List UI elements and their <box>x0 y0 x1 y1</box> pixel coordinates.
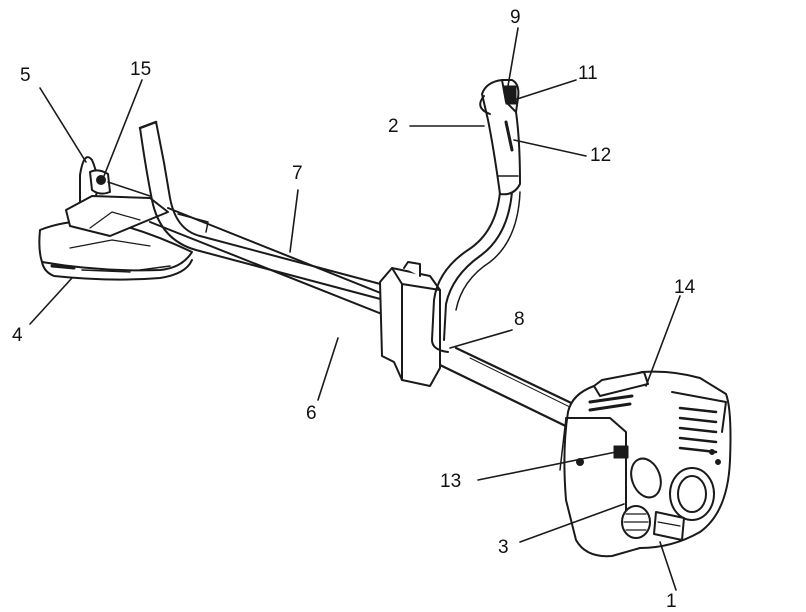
callout-15: 15 <box>130 59 152 80</box>
callout-14: 14 <box>674 277 696 298</box>
callout-5: 5 <box>20 65 31 86</box>
leader-8 <box>449 329 513 349</box>
callout-12: 12 <box>590 145 612 166</box>
throttle-grip <box>479 79 521 196</box>
handle-clamp <box>379 261 441 387</box>
callout-2: 2 <box>388 116 399 137</box>
leader-lines <box>29 27 681 591</box>
callout-9: 9 <box>510 7 521 28</box>
callout-6: 6 <box>306 403 317 424</box>
gear-head <box>65 156 169 237</box>
engine-unit <box>559 370 732 558</box>
blade-guard <box>38 220 193 281</box>
callout-1: 1 <box>666 591 677 612</box>
callout-13: 13 <box>440 471 462 492</box>
loop-handle <box>138 120 389 301</box>
callout-8: 8 <box>514 309 525 330</box>
leader-12 <box>513 139 587 157</box>
leader-4 <box>29 277 73 325</box>
callout-7: 7 <box>292 163 303 184</box>
leader-1 <box>659 541 677 591</box>
leader-3 <box>519 503 625 543</box>
leader-6 <box>317 337 339 401</box>
leader-11 <box>513 79 577 101</box>
control-cables <box>431 191 521 353</box>
leader-9 <box>507 27 519 87</box>
leader-13 <box>477 451 617 481</box>
callout-11: 11 <box>578 63 598 84</box>
leader-5 <box>39 87 87 163</box>
callout-4: 4 <box>12 325 23 346</box>
leader-14 <box>645 295 681 387</box>
leader-15 <box>103 79 143 177</box>
callout-3: 3 <box>498 537 509 558</box>
leader-7 <box>289 189 299 253</box>
